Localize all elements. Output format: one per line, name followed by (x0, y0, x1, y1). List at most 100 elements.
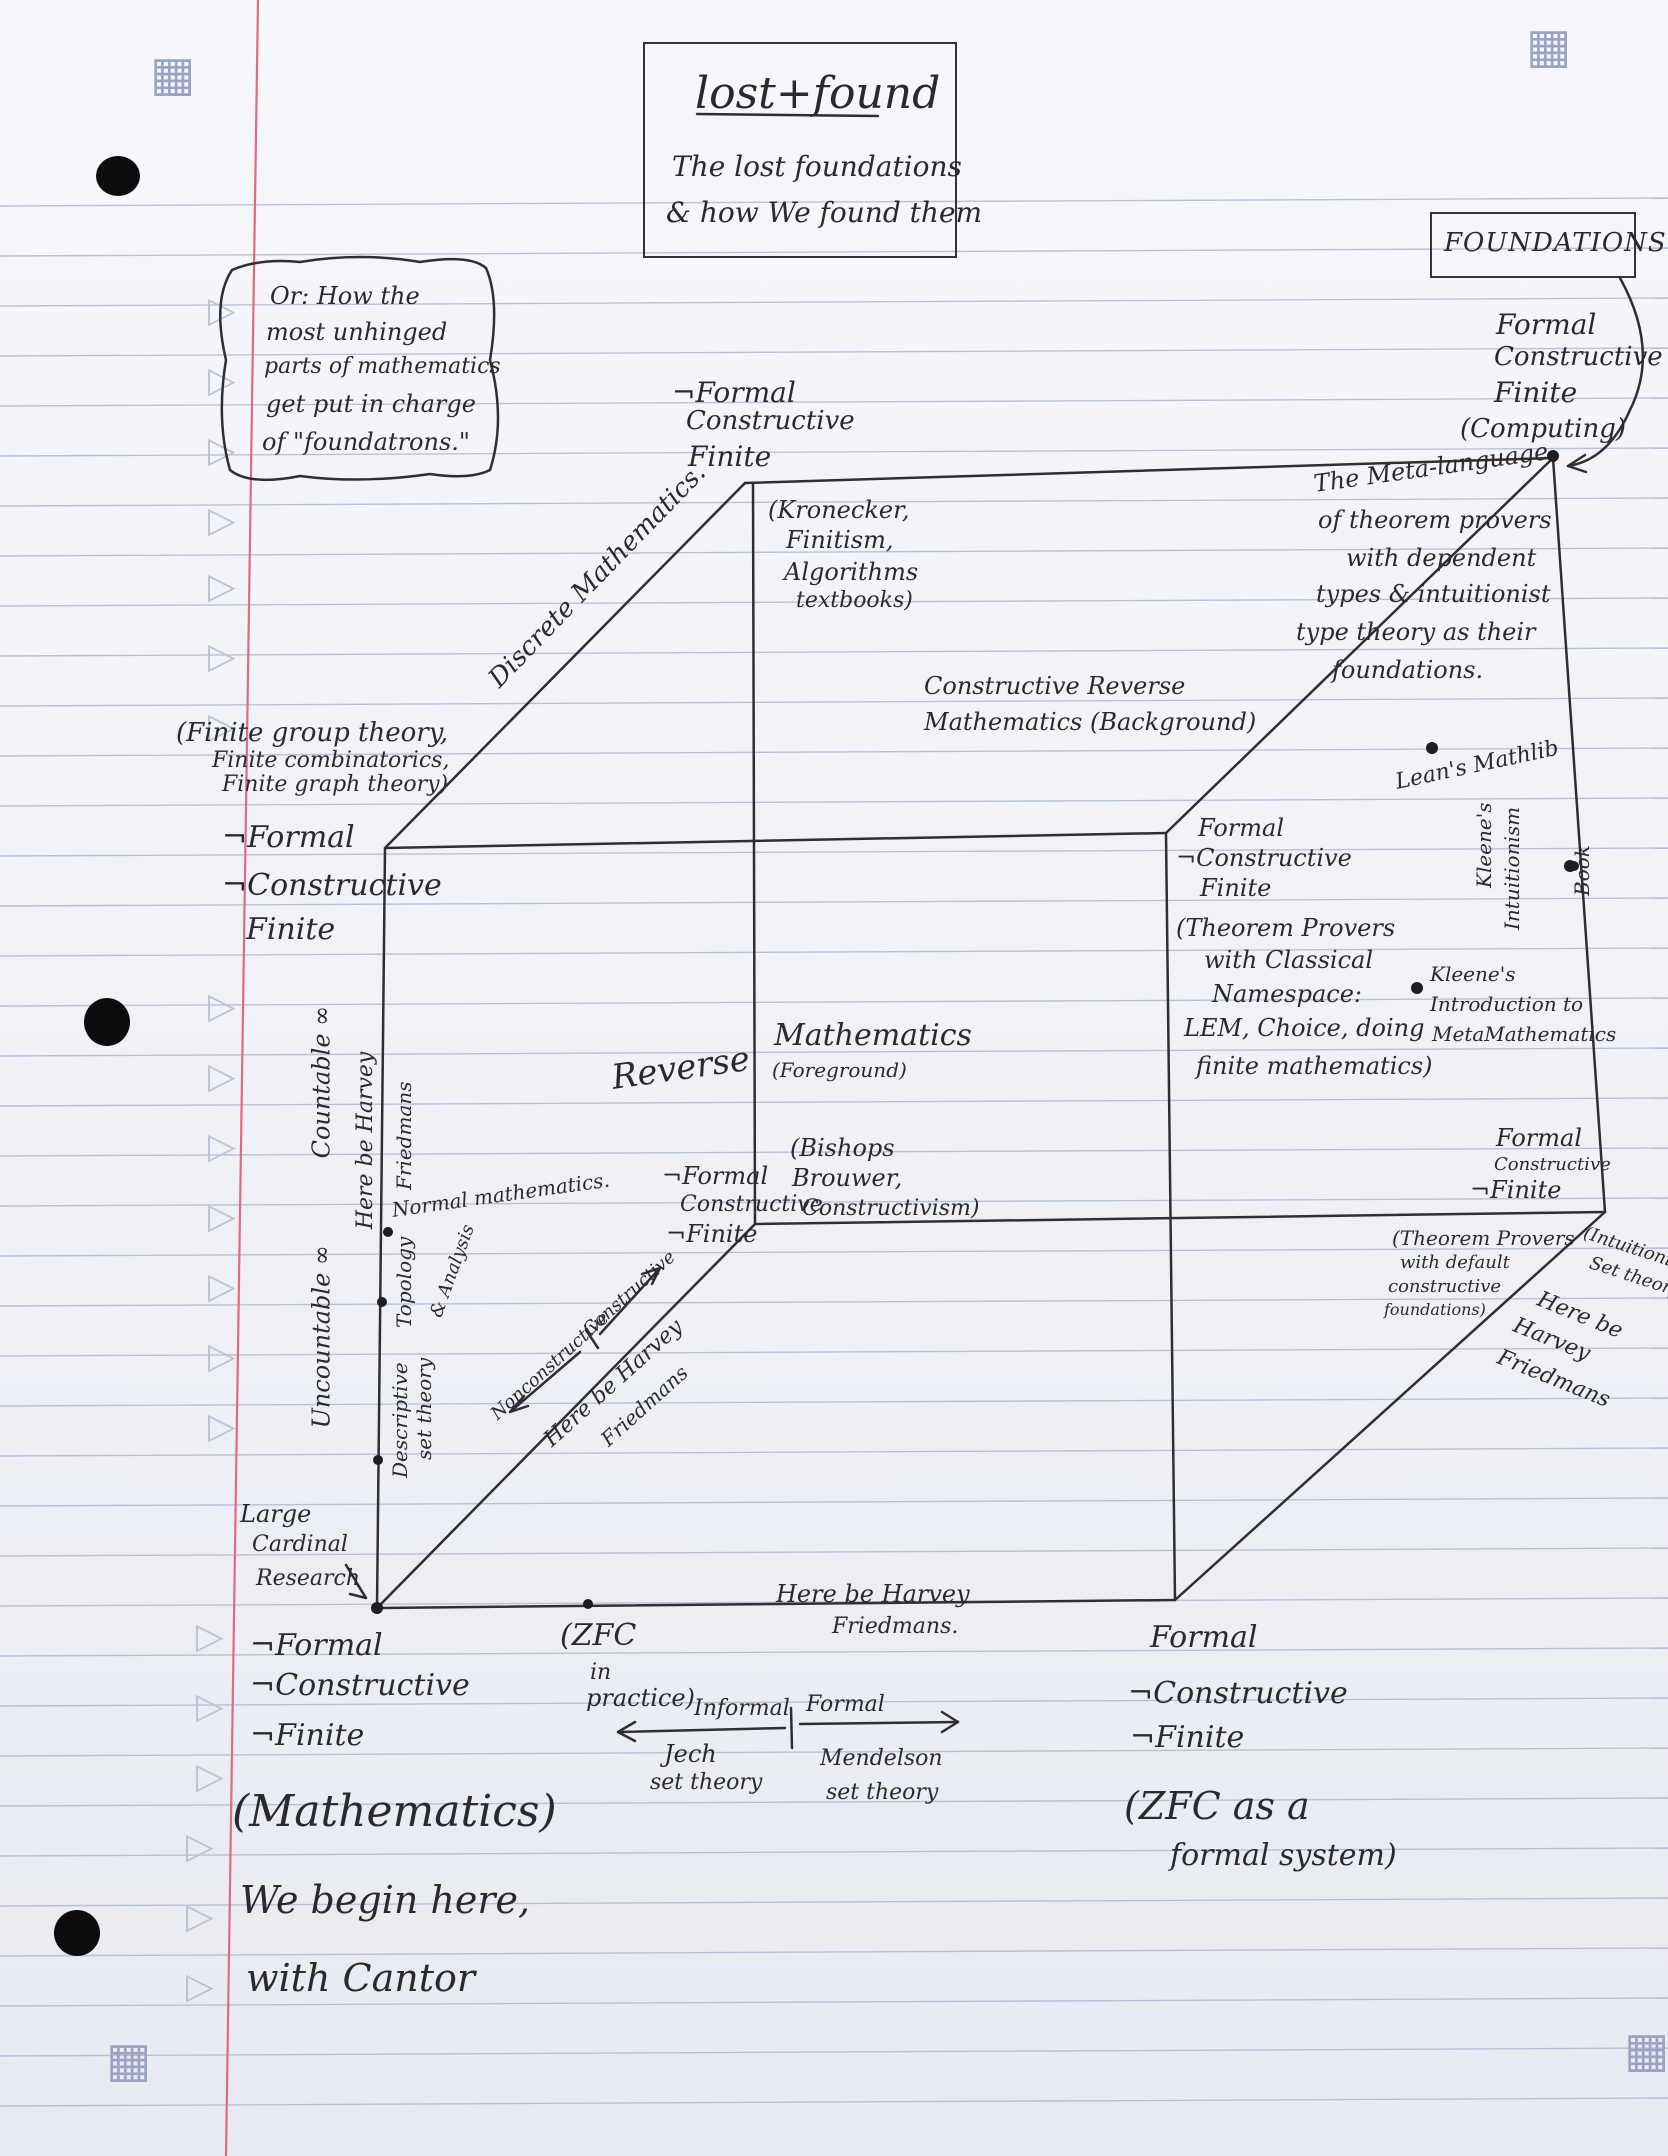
label-informal: Informal (694, 1696, 790, 1721)
page-subtitle-line-2: & how We found them (666, 196, 983, 229)
margin-triangle-icon: ▷ (186, 1966, 214, 2007)
meta-language-line: with dependent (1346, 544, 1537, 572)
point-label-book: Book (1570, 845, 1594, 896)
point-label-kleene-intuitionism: Kleene's (1472, 802, 1496, 889)
vertex-note-line: (ZFC as a (1124, 1784, 1310, 1828)
ruled-line (0, 1697, 1668, 1707)
vertex-label-line: ¬Finite (666, 1220, 758, 1248)
meta-language-line: of theorem provers (1318, 506, 1552, 534)
zfc-practice-line: in (590, 1660, 612, 1685)
corner-marker-icon: ▦ (150, 46, 196, 102)
ruled-line (0, 1097, 1668, 1107)
ruled-line (0, 1797, 1668, 1807)
note-cloud (218, 255, 500, 482)
title-underline (695, 112, 880, 118)
ruled-line (0, 1497, 1668, 1507)
margin-triangle-icon: ▷ (196, 1686, 224, 1727)
vertex-label-line: ¬Formal (250, 1628, 383, 1663)
corner-marker-icon: ▦ (1526, 18, 1572, 74)
vertex-note-line: (Kronecker, (768, 496, 910, 524)
cube-edge (1173, 1210, 1607, 1602)
point-dot (383, 1227, 393, 1237)
margin-triangle-icon: ▷ (208, 706, 236, 747)
edge-label-mathematics: Mathematics (774, 1018, 972, 1053)
point-dot (1411, 982, 1423, 994)
large-cardinal-line: Large (240, 1500, 312, 1528)
point-dot (1569, 861, 1579, 871)
ruled-line (0, 747, 1668, 757)
ruled-line (0, 1747, 1668, 1757)
cube-edge (383, 831, 1168, 850)
ruled-line (0, 1547, 1668, 1557)
vertex-label-line: ¬Finite (1130, 1720, 1245, 1755)
left-label-harvey: Here be Harvey (352, 1051, 378, 1230)
ruled-line (0, 297, 1668, 307)
cube-edge (1551, 456, 1607, 1214)
vertex-note-line: (Bishops (790, 1134, 895, 1162)
aside-note-line: parts of mathematics (264, 354, 501, 379)
vertex-label-line: Constructive (1494, 1154, 1611, 1175)
ruled-line (0, 1297, 1668, 1307)
point-dot (583, 1599, 593, 1609)
vertex-note-line: textbooks) (796, 588, 913, 613)
ruled-line (0, 1647, 1668, 1657)
foundations-arrow (1566, 276, 1645, 468)
ruled-line (0, 447, 1668, 457)
foundations-box (1430, 212, 1636, 278)
vertex-note-line: Algorithms (784, 558, 919, 586)
large-cardinal-arrow (344, 1563, 368, 1600)
edge-label-bottom-harvey: Here be Harvey (776, 1580, 970, 1608)
vertex-label-line: ¬Constructive (1176, 844, 1352, 872)
margin-triangle-icon: ▷ (208, 1336, 236, 1377)
vertex-label-line: ¬Finite (1470, 1176, 1562, 1204)
label-jech: Jech (664, 1740, 717, 1768)
left-label-friedmans: Friedmans (392, 1081, 416, 1190)
vertex-note-line: Constructivism) (802, 1196, 980, 1221)
vertex-label-line: Constructive (680, 1192, 823, 1217)
cube-edge (743, 456, 1555, 485)
cube-edge (383, 481, 747, 850)
vertex-label-line: Finite (246, 912, 336, 947)
point-dot (373, 1455, 383, 1465)
point-label-kleene-meta: MetaMathematics (1432, 1022, 1617, 1046)
meta-language-line: types & intuitionist (1316, 580, 1551, 608)
vertex-note-line: Finite graph theory) (222, 772, 449, 797)
vertex-label-line: Finite (688, 440, 772, 473)
vertex-note-line: Namespace: (1212, 980, 1362, 1008)
punch-hole-top (96, 156, 140, 196)
vertex-note-line: finite mathematics) (1196, 1052, 1433, 1080)
vertex-label-line: Formal (1150, 1620, 1258, 1655)
vertex-note-line: foundations) (1384, 1300, 1486, 1319)
vertex-note-line: with default (1400, 1252, 1510, 1273)
corner-marker-icon: ▦ (1624, 2022, 1668, 2078)
ruled-line (0, 647, 1668, 657)
formal-arrow (798, 1720, 960, 1726)
vertex-note-line: Finitism, (786, 526, 894, 554)
aside-note-line: Or: How the (270, 282, 420, 310)
ruled-line (0, 1847, 1668, 1857)
left-label-topology: Topology (392, 1236, 416, 1328)
margin-triangle-icon: ▷ (208, 636, 236, 677)
page-subtitle-line-1: The lost foundations (672, 150, 962, 183)
title-box (643, 42, 957, 258)
point-label-kleene-intuitionism: Intuitionism (1500, 806, 1524, 930)
edge-label-foreground: (Foreground) (772, 1058, 907, 1082)
large-cardinal-line: Research (256, 1566, 361, 1591)
constructive-arrow (598, 1266, 662, 1336)
vertex-label-line: ¬Formal (222, 820, 355, 855)
divider-tick (789, 1706, 794, 1750)
point-dot (1547, 450, 1559, 462)
arrowhead (940, 1710, 960, 1734)
vertex-label-line: Formal (1198, 814, 1285, 842)
margin-triangle-icon: ▷ (208, 566, 236, 607)
left-label-set-theory: set theory (412, 1357, 436, 1460)
ruled-line (0, 347, 1668, 357)
vertex-note-line: Brouwer, (792, 1164, 903, 1192)
label-jech-set-theory: set theory (650, 1770, 763, 1795)
margin-triangle-icon: ▷ (208, 1266, 236, 1307)
arrowhead (616, 1720, 637, 1743)
ruled-line (0, 1247, 1668, 1257)
margin-triangle-icon: ▷ (208, 1126, 236, 1167)
corner-marker-icon: ▦ (106, 2032, 152, 2088)
